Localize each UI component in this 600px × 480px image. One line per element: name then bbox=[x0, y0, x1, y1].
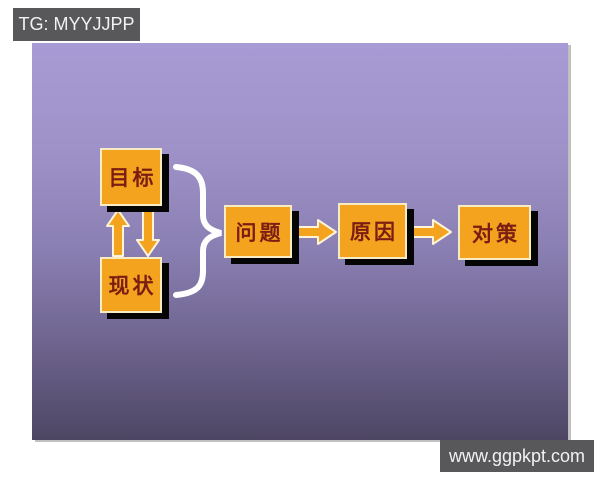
watermark-bottom-right-text: www.ggpkpt.com bbox=[448, 445, 586, 466]
node-countermeasure: 对策 bbox=[458, 205, 531, 260]
node-current-state-label: 现状 bbox=[108, 273, 157, 298]
node-countermeasure-label: 对策 bbox=[472, 220, 520, 246]
watermark-top-left-text: TG: MYYJJPP bbox=[18, 14, 135, 34]
node-goal: 目标 bbox=[100, 148, 162, 206]
node-problem: 问题 bbox=[224, 205, 292, 258]
down-arrow-icon bbox=[136, 209, 160, 257]
up-arrow-icon bbox=[106, 209, 130, 257]
watermark-top-left: TG: MYYJJPP bbox=[13, 8, 140, 41]
up-down-arrows-icon bbox=[106, 209, 160, 257]
node-cause: 原因 bbox=[338, 203, 407, 259]
node-goal-label: 目标 bbox=[108, 165, 157, 190]
right-arrow-cause-countermeasure-icon bbox=[412, 219, 452, 245]
node-cause-label: 原因 bbox=[350, 219, 398, 244]
node-problem-label: 问题 bbox=[235, 219, 284, 245]
right-arrow-problem-cause-icon bbox=[297, 219, 337, 245]
watermark-bottom-right: www.ggpkpt.com bbox=[440, 440, 594, 472]
node-current-state: 现状 bbox=[100, 257, 162, 313]
curly-brace-icon bbox=[173, 164, 222, 298]
